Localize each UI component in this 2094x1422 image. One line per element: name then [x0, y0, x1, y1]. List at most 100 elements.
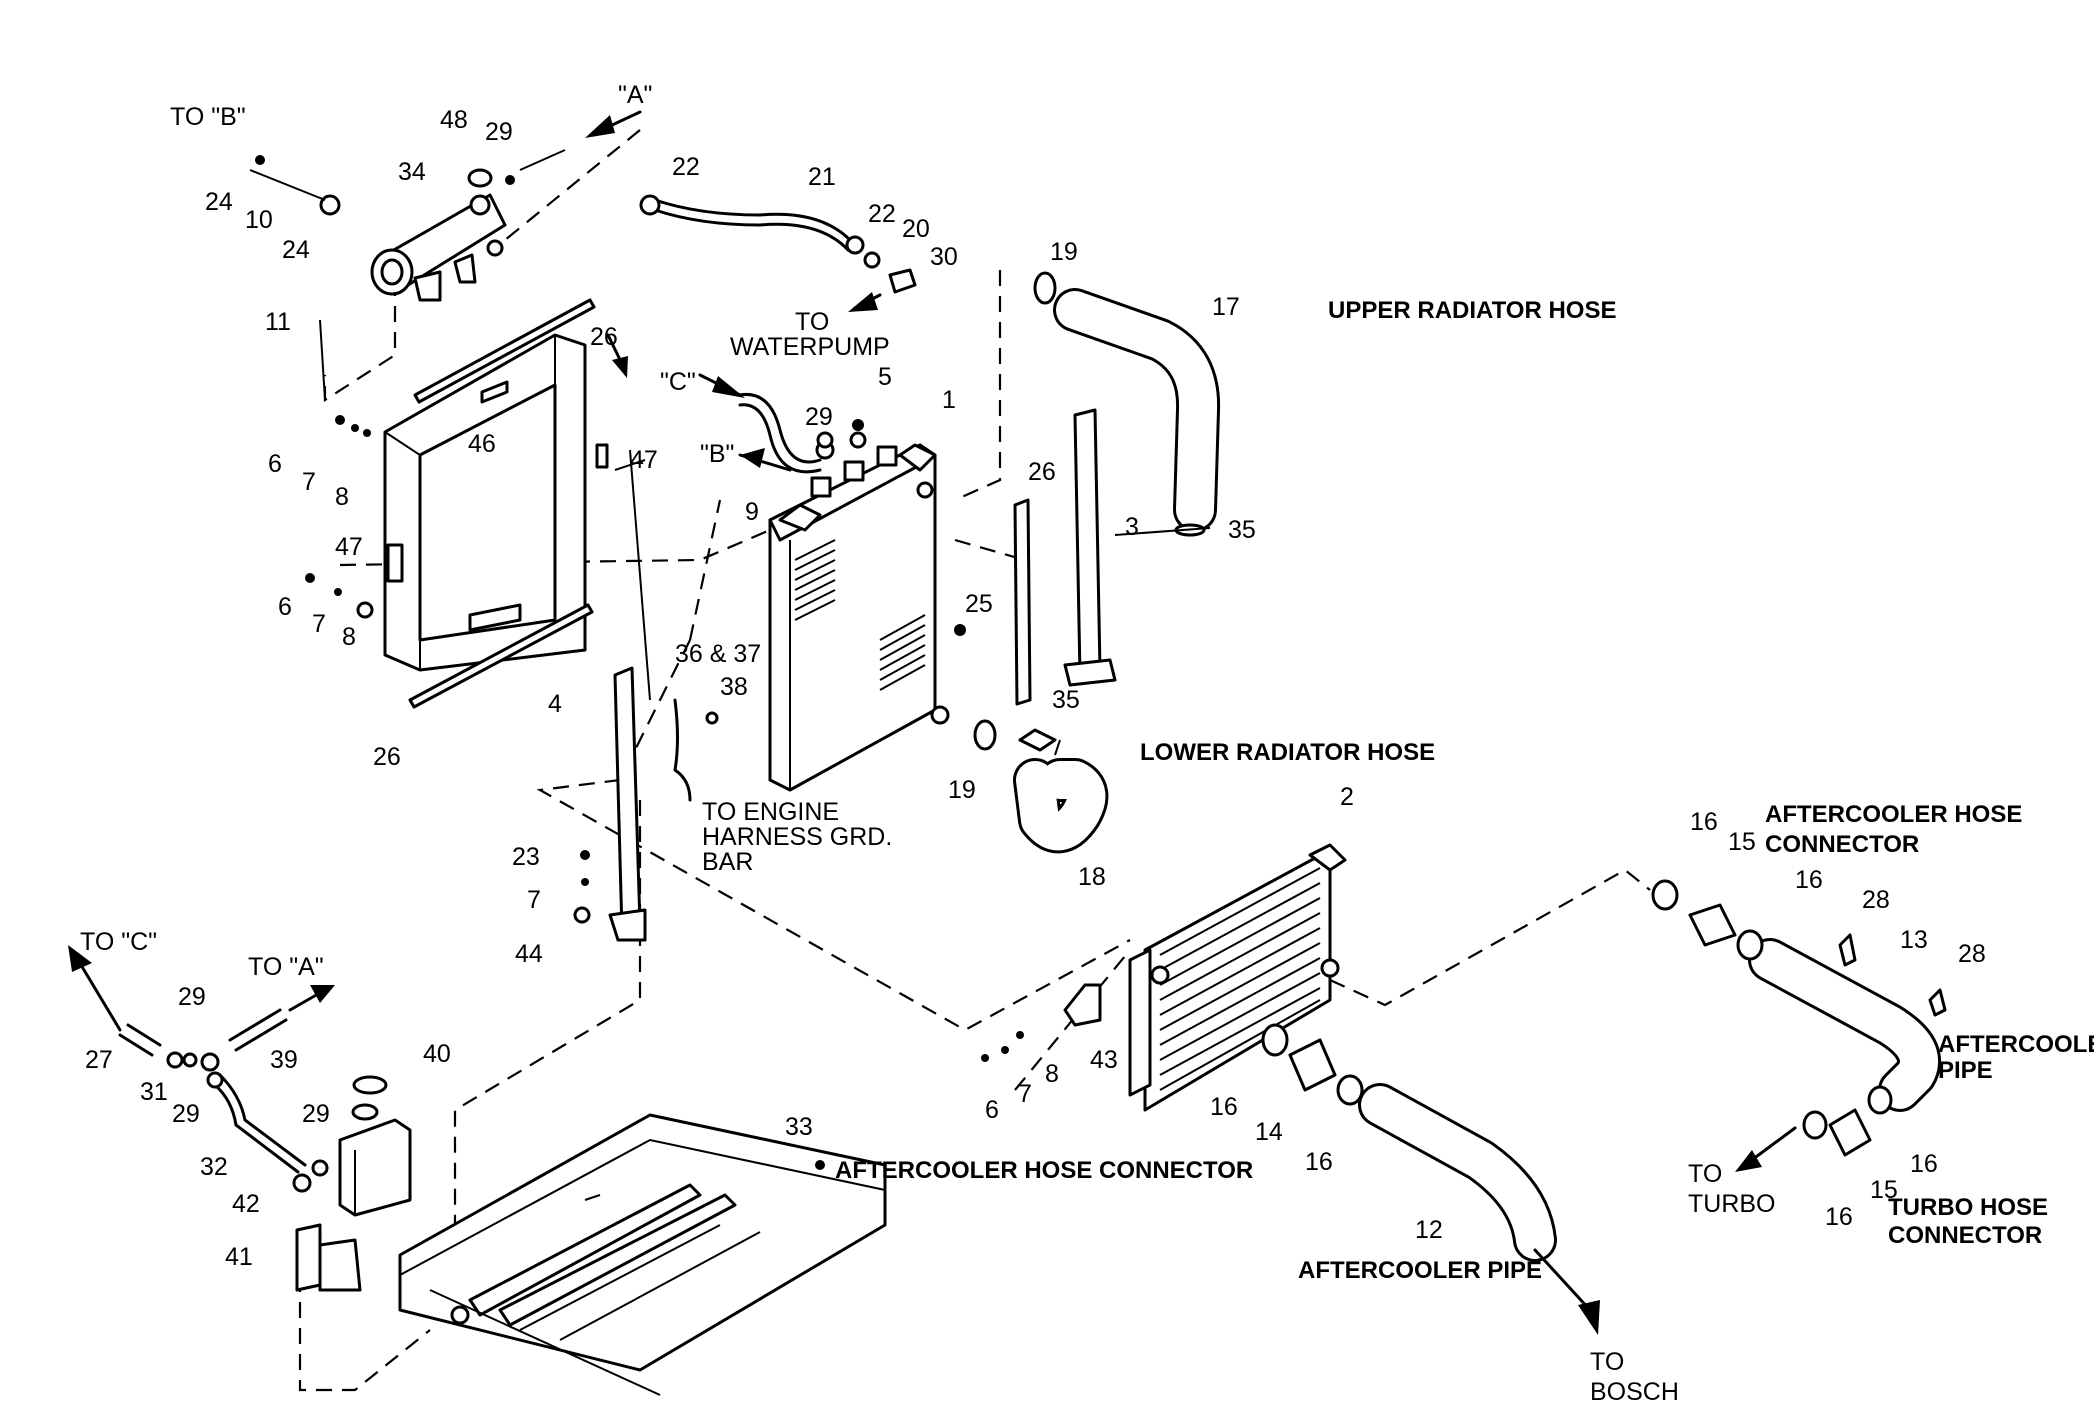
label-turbo-hose-connector-2: CONNECTOR	[1888, 1222, 2042, 1249]
coolant-reservoir	[338, 1075, 412, 1217]
label-aftercooler-hose-connector-top-1: AFTERCOOLER HOSE	[1765, 801, 2022, 828]
label-turbo-hose-connector-1: TURBO HOSE	[1888, 1194, 2048, 1221]
support-bracket-4	[608, 666, 647, 942]
callout-6a: 6	[268, 450, 282, 478]
ground-strap	[673, 698, 719, 802]
callout-29e: 29	[302, 1100, 330, 1128]
callout-30: 30	[930, 243, 958, 271]
callout-41: 41	[225, 1243, 253, 1271]
label-mark-c: "C"	[660, 368, 696, 396]
callout-24b: 24	[282, 236, 310, 264]
aftercooler-pipe-13	[1748, 938, 1941, 1112]
callout-40: 40	[423, 1040, 451, 1068]
callout-36-37: 36 & 37	[675, 640, 761, 668]
callout-20: 20	[902, 215, 930, 243]
callout-39: 39	[270, 1046, 298, 1074]
text-labels: UPPER RADIATOR HOSE LOWER RADIATOR HOSE …	[80, 81, 2094, 1406]
hose-clamp-19-upper	[1033, 271, 1057, 305]
overflow-hoses	[118, 1008, 329, 1177]
callout-8c: 8	[1045, 1060, 1059, 1088]
callout-10: 10	[245, 206, 273, 234]
label-upper-radiator-hose: UPPER RADIATOR HOSE	[1328, 297, 1616, 324]
label-to-engine-3: BAR	[702, 848, 753, 876]
fittings-20-22-30	[639, 194, 917, 294]
label-to-b: TO "B"	[170, 103, 246, 131]
label-to-engine-1: TO ENGINE	[702, 798, 839, 826]
callout-16b: 16	[1795, 866, 1823, 894]
callout-6b: 6	[278, 593, 292, 621]
callout-35b: 35	[1052, 686, 1080, 714]
callout-42: 42	[232, 1190, 260, 1218]
callout-16d: 16	[1305, 1148, 1333, 1176]
base-frame	[398, 1113, 887, 1396]
callout-12: 12	[1415, 1216, 1443, 1244]
callout-8a: 8	[335, 483, 349, 511]
seal-strip-26-right	[1013, 498, 1032, 706]
hose-connector-15-lower	[1802, 1085, 1893, 1157]
callout-31: 31	[140, 1078, 168, 1106]
hose-connector-14	[1261, 1023, 1364, 1106]
callout-29d: 29	[172, 1100, 200, 1128]
callout-16f: 16	[1825, 1203, 1853, 1231]
callout-6c: 6	[985, 1096, 999, 1124]
callout-38: 38	[720, 673, 748, 701]
callout-7b: 7	[312, 610, 326, 638]
label-aftercooler-pipe-right-1: AFTERCOOLE	[1938, 1031, 2094, 1058]
side-support-3	[1063, 408, 1117, 687]
callout-9: 9	[745, 498, 759, 526]
callout-47a: 47	[630, 446, 658, 474]
label-aftercooler-hose-connector: AFTERCOOLER HOSE CONNECTOR	[835, 1157, 1253, 1184]
leader-lines	[249, 149, 1211, 1201]
callout-46: 46	[468, 430, 496, 458]
callout-33: 33	[785, 1113, 813, 1141]
callout-8b: 8	[342, 623, 356, 651]
label-to-waterpump-1: TO	[795, 308, 829, 336]
callout-4: 4	[548, 690, 562, 718]
label-aftercooler-pipe-right-2: PIPE	[1938, 1057, 1993, 1084]
callout-18: 18	[1078, 863, 1106, 891]
vent-hose-21	[653, 198, 852, 252]
upper-radiator-hose	[1053, 288, 1221, 532]
callout-28b: 28	[1958, 940, 1986, 968]
callout-44: 44	[515, 940, 543, 968]
flow-arrows	[68, 110, 1797, 1335]
aftercooler-core	[1128, 843, 1347, 1112]
seal-strip-26-upper	[413, 298, 596, 404]
callout-17: 17	[1212, 293, 1240, 321]
callout-1: 1	[942, 386, 956, 414]
callout-25: 25	[965, 590, 993, 618]
hardware-dots	[255, 155, 1024, 1062]
surge-tank	[370, 193, 507, 302]
bracket-46	[480, 380, 509, 404]
callout-23: 23	[512, 843, 540, 871]
callout-7a: 7	[302, 468, 316, 496]
callout-48: 48	[440, 106, 468, 134]
reservoir-bracket-41	[292, 1173, 362, 1292]
callout-26c: 26	[1028, 458, 1056, 486]
aftercooler-pipe-12	[1358, 1083, 1557, 1262]
callout-14: 14	[1255, 1118, 1283, 1146]
callout-15a: 15	[1728, 828, 1756, 856]
callout-3: 3	[1125, 513, 1139, 541]
label-to-bosch-2: BOSCH	[1590, 1378, 1679, 1406]
callout-26b: 26	[373, 743, 401, 771]
label-mark-b: "B"	[700, 440, 734, 468]
hose-connector-15-upper	[1651, 879, 1764, 961]
callout-5: 5	[878, 363, 892, 391]
callout-29a: 29	[485, 118, 513, 146]
callout-29c: 29	[178, 983, 206, 1011]
callout-32: 32	[200, 1153, 228, 1181]
callout-16e: 16	[1910, 1150, 1938, 1178]
label-to-turbo-2: TURBO	[1688, 1190, 1776, 1218]
callout-22b: 22	[868, 200, 896, 228]
radiator-core	[768, 443, 950, 792]
callout-43: 43	[1090, 1046, 1118, 1074]
callout-27: 27	[85, 1046, 113, 1074]
hose-clamp-35-lower	[1018, 728, 1057, 752]
surge-tank-cap	[467, 168, 493, 188]
callout-28a: 28	[1862, 886, 1890, 914]
callout-19a: 19	[1050, 238, 1078, 266]
callout-19b: 19	[948, 776, 976, 804]
callout-15b: 15	[1870, 1176, 1898, 1204]
